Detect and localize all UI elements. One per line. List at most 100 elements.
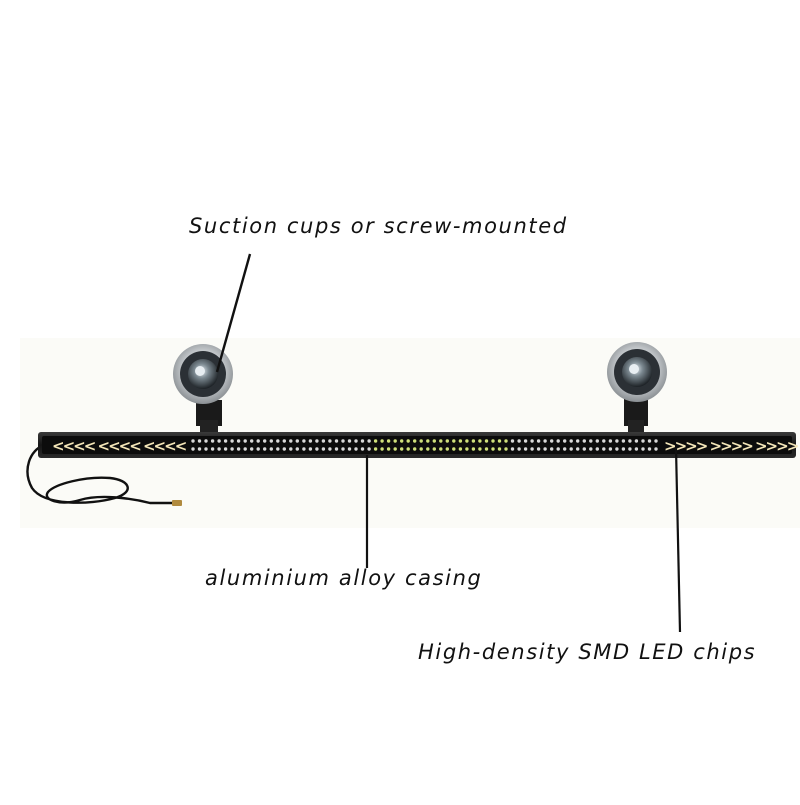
led-chip [471,447,476,451]
led-chip [328,447,332,451]
led-chip [367,439,371,443]
led-chip [380,439,384,443]
led-chip [556,439,560,443]
led-chip [341,447,345,451]
led-chip [615,439,619,443]
led-chip [510,439,515,443]
led-chip [360,439,365,443]
led-chip [347,439,352,443]
led-chip [373,447,378,451]
power-cable [26,443,175,505]
led-chip [556,447,560,451]
led-chip [426,447,430,451]
callout-suction-cups: Suction cups or screw-mounted [189,214,568,238]
led-chip [282,439,286,443]
led-chip [360,447,365,451]
led-chip [563,447,567,451]
led-chip [432,439,436,443]
led-chip [230,447,234,451]
led-chip [452,439,456,443]
led-chip [471,439,476,443]
led-chip [550,439,554,443]
led-chip [276,447,280,451]
led-chip [236,439,241,443]
led-chip [602,447,606,451]
led-chip [647,439,652,443]
led-chip [478,447,482,451]
led-chip [217,447,221,451]
led-chip [223,447,228,451]
led-chip [484,439,489,443]
led-chip [419,447,423,451]
led-chip [406,439,410,443]
led-chip [393,439,397,443]
led-chip [413,447,417,451]
right-suction-mount [607,342,667,434]
led-chip [204,439,208,443]
led-chip [250,439,254,443]
led-chip [563,439,567,443]
led-chip [647,447,652,451]
led-chip [223,439,228,443]
led-chip [302,447,306,451]
led-chip [589,439,593,443]
led-chip [308,447,313,451]
led-chip [217,439,221,443]
led-chip [321,439,326,443]
led-chip-array [191,439,658,451]
led-chip [432,447,436,451]
led-chip [504,439,508,443]
led-chip [243,439,247,443]
led-chip [615,447,619,451]
led-chip [628,439,632,443]
led-chip [478,439,482,443]
led-chip [197,439,202,443]
led-chip [354,447,358,451]
led-chip [243,447,247,451]
led-chip [621,447,626,451]
led-chip [210,439,215,443]
led-chip [536,447,541,451]
led-chip [263,447,267,451]
led-chip [641,447,645,451]
led-chip [641,439,645,443]
left-arrow-panel: <<<< <<<< <<<< [52,437,186,455]
callout-led-chips: High-density SMD LED chips [418,640,757,664]
led-chip [654,439,658,443]
led-chip [191,447,195,451]
led-chip [328,439,332,443]
left-suction-mount [173,344,233,434]
led-chip [536,439,541,443]
led-chip [256,447,260,451]
led-chip [530,439,534,443]
led-chip [282,447,286,451]
led-chip [315,447,319,451]
led-chip [452,447,456,451]
led-chip [256,439,260,443]
led-chip [543,439,547,443]
leader-line-leds [674,447,682,633]
led-chip [386,439,391,443]
led-chip [523,447,528,451]
led-chip [517,447,521,451]
led-chip [569,439,573,443]
led-chip [576,439,580,443]
led-chip [634,439,639,443]
led-chip [302,439,306,443]
led-chip [595,447,599,451]
led-chip [608,447,613,451]
led-chip [497,447,502,451]
led-chip [354,439,358,443]
led-chip [197,447,202,451]
led-chip [204,447,208,451]
led-chip [602,439,606,443]
led-chip [308,439,313,443]
led-chip [386,447,391,451]
led-chip [608,439,613,443]
led-chip [595,439,599,443]
led-chip [373,439,378,443]
led-chip [406,447,410,451]
led-chip [504,447,508,451]
led-chip [400,439,404,443]
